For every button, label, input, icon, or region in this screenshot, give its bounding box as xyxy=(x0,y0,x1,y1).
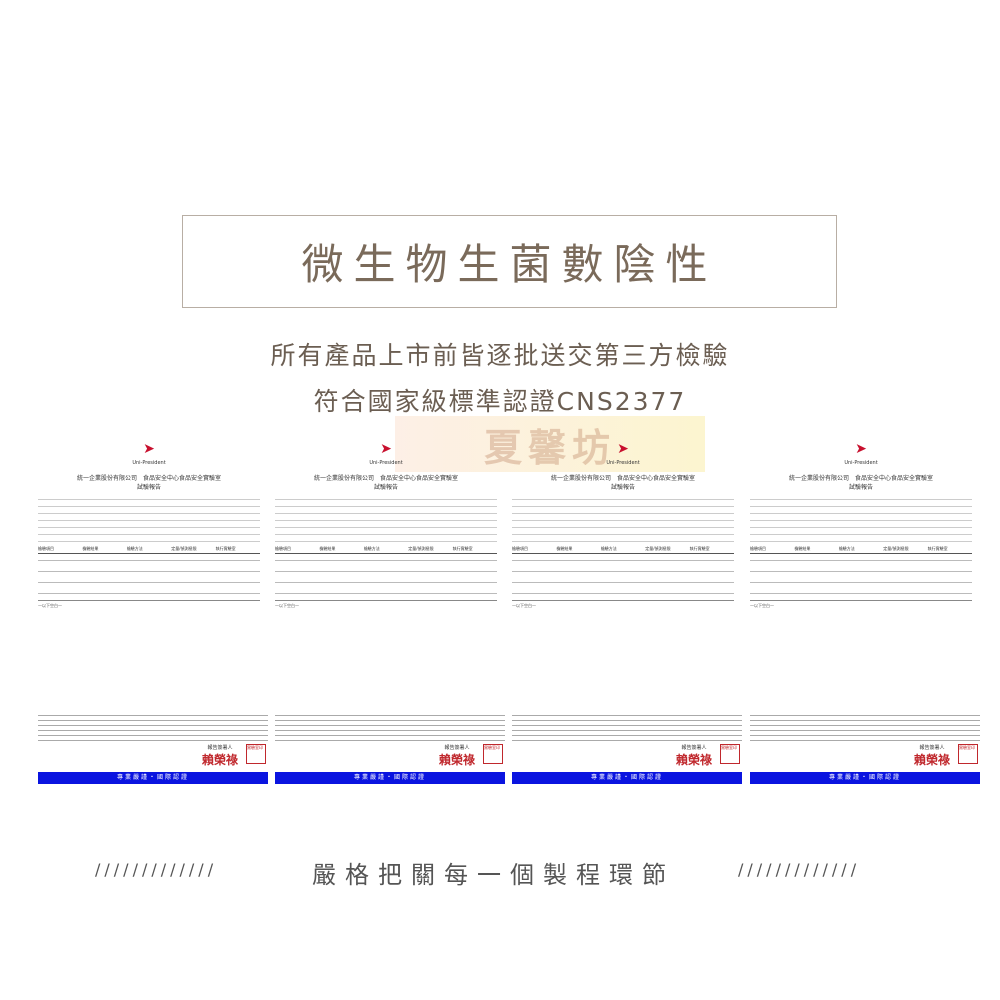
title-box: 微生物生菌數陰性 xyxy=(182,215,837,308)
report-notes xyxy=(38,712,268,744)
report-table-header: 檢驗項目 檢驗結果 檢驗方法 定量/偵測極限 執行實驗室 xyxy=(512,545,734,554)
report-org: 統一企業股份有限公司 食品安全中心食品安全實驗室 xyxy=(76,475,221,482)
column-header: 檢驗結果 xyxy=(319,546,336,551)
watermark: 夏馨坊 xyxy=(395,416,705,472)
column-header: 檢驗方法 xyxy=(126,546,143,551)
slash-decoration-right: ///////////// xyxy=(738,860,861,879)
report-table-rows xyxy=(512,554,734,600)
seal-icon: 實驗室印 xyxy=(720,744,740,764)
report-table-rows xyxy=(38,554,260,600)
banner: 專業嚴謹・國際認證 xyxy=(750,772,980,784)
test-report-bottom: 報告簽署人賴榮祿 實驗室印 專業嚴謹・國際認證 xyxy=(275,712,505,784)
column-header: 檢驗項目 xyxy=(275,546,291,551)
report-org: 統一企業股份有限公司 食品安全中心食品安全實驗室 xyxy=(788,475,933,482)
column-header: 執行實驗室 xyxy=(452,546,473,551)
report-meta xyxy=(750,495,972,545)
test-report-bottom: 報告簽署人賴榮祿 實驗室印 專業嚴謹・國際認證 xyxy=(750,712,980,784)
report-org: 統一企業股份有限公司 食品安全中心食品安全實驗室 xyxy=(550,475,695,482)
seal-icon: 實驗室印 xyxy=(483,744,503,764)
report-table-rows xyxy=(275,554,497,600)
report-meta xyxy=(275,495,497,545)
report-notes xyxy=(750,712,980,744)
report-title: 試驗報告 xyxy=(848,484,873,491)
test-report-top: ➤Uni-President 統一企業股份有限公司 食品安全中心食品安全實驗室 … xyxy=(38,442,260,609)
slash-decoration-left: ///////////// xyxy=(95,860,218,879)
test-report-bottom: 報告簽署人賴榮祿 實驗室印 專業嚴謹・國際認證 xyxy=(38,712,268,784)
report-table-rows xyxy=(750,554,972,600)
column-header: 定量/偵測極限 xyxy=(171,546,197,551)
report-notes xyxy=(275,712,505,744)
test-report-top: ➤Uni-President 統一企業股份有限公司 食品安全中心食品安全實驗室 … xyxy=(275,442,497,609)
column-header: 檢驗結果 xyxy=(794,546,811,551)
column-header: 檢驗項目 xyxy=(750,546,766,551)
uni-president-logo-icon: ➤Uni-President xyxy=(369,441,403,466)
uni-president-logo-icon: ➤Uni-President xyxy=(606,441,640,466)
column-header: 檢驗項目 xyxy=(38,546,54,551)
column-header: 檢驗結果 xyxy=(556,546,573,551)
report-title: 試驗報告 xyxy=(373,484,398,491)
signature: 報告簽署人賴榮祿 xyxy=(201,745,238,767)
column-header: 檢驗方法 xyxy=(838,546,855,551)
column-header: 定量/偵測極限 xyxy=(883,546,909,551)
column-header: 檢驗方法 xyxy=(363,546,380,551)
report-notes xyxy=(512,712,742,744)
subtitle-1: 所有產品上市前皆逐批送交第三方檢驗 xyxy=(270,341,730,370)
column-header: 檢驗項目 xyxy=(512,546,528,551)
test-report-top: ➤Uni-President 統一企業股份有限公司 食品安全中心食品安全實驗室 … xyxy=(750,442,972,609)
title: 微生物生菌數陰性 xyxy=(301,240,718,289)
end-mark: —以下空白— xyxy=(38,600,260,609)
report-table-header: 檢驗項目 檢驗結果 檢驗方法 定量/偵測極限 執行實驗室 xyxy=(38,545,260,554)
end-mark: —以下空白— xyxy=(275,600,497,609)
column-header: 檢驗結果 xyxy=(82,546,99,551)
column-header: 執行實驗室 xyxy=(927,546,948,551)
banner: 專業嚴謹・國際認證 xyxy=(512,772,742,784)
report-meta xyxy=(38,495,260,545)
banner: 專業嚴謹・國際認證 xyxy=(275,772,505,784)
end-mark: —以下空白— xyxy=(750,600,972,609)
seal-icon: 實驗室印 xyxy=(246,744,266,764)
report-title: 試驗報告 xyxy=(610,484,635,491)
banner: 專業嚴謹・國際認證 xyxy=(38,772,268,784)
seal-icon: 實驗室印 xyxy=(958,744,978,764)
report-table-header: 檢驗項目 檢驗結果 檢驗方法 定量/偵測極限 執行實驗室 xyxy=(275,545,497,554)
footer-text: 嚴格把關每一個製程環節 xyxy=(312,861,675,889)
column-header: 執行實驗室 xyxy=(215,546,236,551)
end-mark: —以下空白— xyxy=(512,600,734,609)
report-title: 試驗報告 xyxy=(136,484,161,491)
column-header: 定量/偵測極限 xyxy=(408,546,434,551)
uni-president-logo-icon: ➤Uni-President xyxy=(132,441,166,466)
column-header: 執行實驗室 xyxy=(689,546,710,551)
report-table-header: 檢驗項目 檢驗結果 檢驗方法 定量/偵測極限 執行實驗室 xyxy=(750,545,972,554)
report-meta xyxy=(512,495,734,545)
report-org: 統一企業股份有限公司 食品安全中心食品安全實驗室 xyxy=(313,475,458,482)
uni-president-logo-icon: ➤Uni-President xyxy=(844,441,878,466)
signature: 報告簽署人賴榮祿 xyxy=(675,745,712,767)
signature: 報告簽署人賴榮祿 xyxy=(438,745,475,767)
column-header: 定量/偵測極限 xyxy=(645,546,671,551)
column-header: 檢驗方法 xyxy=(600,546,617,551)
test-report-top: ➤Uni-President 統一企業股份有限公司 食品安全中心食品安全實驗室 … xyxy=(512,442,734,609)
signature: 報告簽署人賴榮祿 xyxy=(913,745,950,767)
test-report-bottom: 報告簽署人賴榮祿 實驗室印 專業嚴謹・國際認證 xyxy=(512,712,742,784)
subtitle-2: 符合國家級標準認證CNS2377 xyxy=(313,387,687,416)
